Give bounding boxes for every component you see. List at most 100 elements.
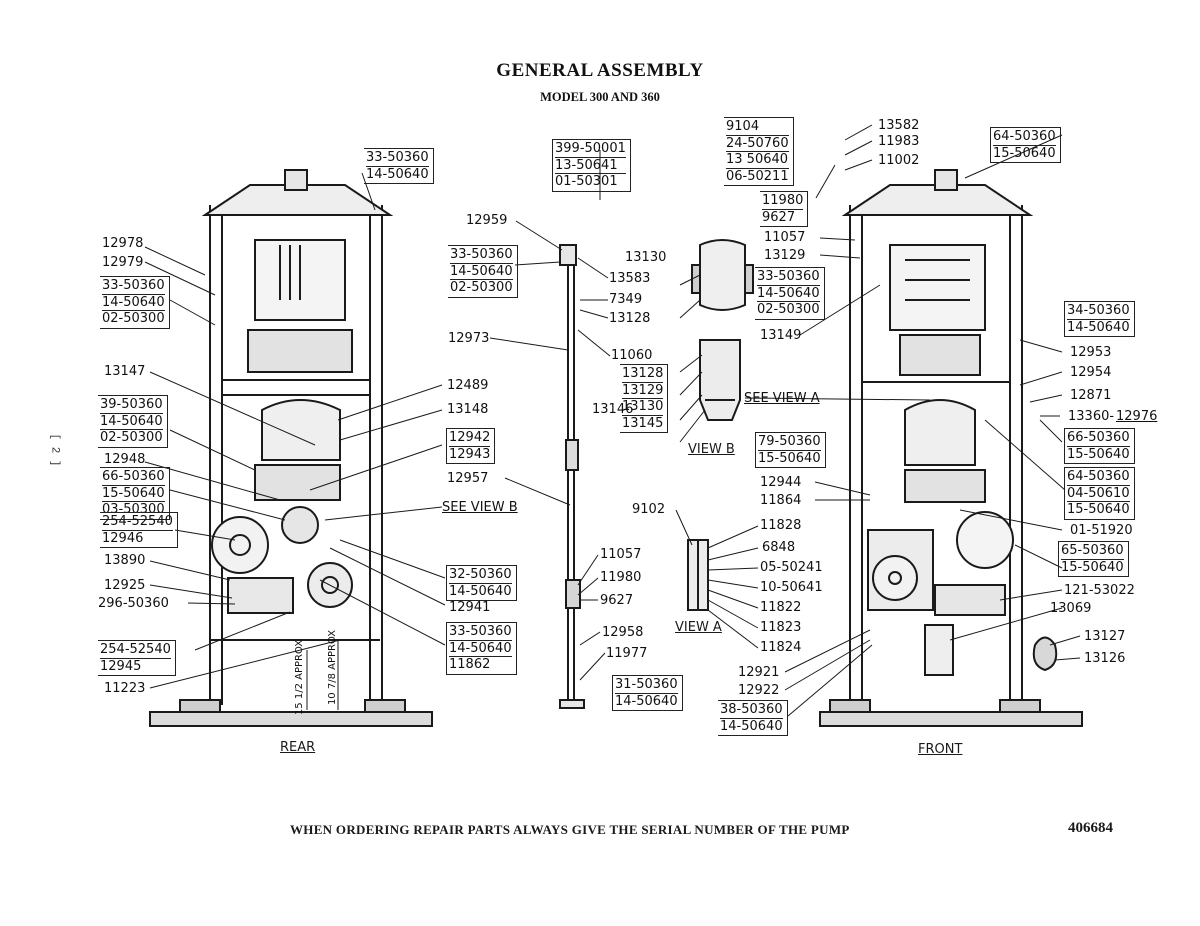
group-item: 66-50360 [1067, 430, 1130, 447]
callout: 9102 [632, 502, 666, 517]
view-b-detail [691, 239, 754, 421]
group-item: 9104 [726, 119, 789, 136]
group-item: 14-50640 [102, 294, 165, 311]
group-item: 31-50360 [615, 677, 678, 694]
callout: 13149 [760, 328, 802, 343]
callout: 11983 [878, 134, 920, 149]
callout: 13147 [104, 364, 146, 379]
group-item: 66-50360 [102, 469, 165, 486]
group-item: 34-50360 [1067, 303, 1130, 320]
callout: 11864 [760, 493, 802, 508]
dimension-lines [306, 640, 339, 710]
callout: 13360- [1068, 409, 1115, 424]
footer-note: WHEN ORDERING REPAIR PARTS ALWAYS GIVE T… [290, 822, 850, 837]
callout: 13129 [764, 248, 806, 263]
callout: 296-50360 [98, 596, 169, 611]
callout: 13890 [104, 553, 146, 568]
callout-group: 66-50360 15-50640 [1064, 428, 1135, 464]
callout: 9627 [600, 593, 634, 608]
group-item: 33-50360 [102, 278, 165, 295]
group-item: 12945 [100, 658, 142, 674]
group-item: 39-50360 [100, 397, 163, 414]
group-item: 33-50360 [366, 150, 429, 167]
callout: 13069 [1050, 601, 1092, 616]
group-item: 02-50300 [100, 430, 163, 445]
callout-group: 12942 12943 [446, 428, 496, 464]
callout-group: 33-50360 14-50640 02-50300 [100, 276, 170, 329]
rear-pump-frame [149, 169, 433, 727]
callout: 13126 [1084, 651, 1126, 666]
callout: 11980 [600, 570, 642, 585]
callout-group: 39-50360 14-50640 02-50300 [98, 395, 168, 448]
callout: 12948 [104, 452, 146, 467]
group-item: 02-50300 [450, 280, 513, 295]
leader-lines [144, 124, 1081, 717]
group-item: 14-50640 [449, 583, 512, 599]
callout-group: 38-50360 14-50640 [718, 700, 788, 736]
group-item: 13129 [622, 382, 664, 399]
group-item: 15-50640 [1067, 502, 1130, 517]
group-item: 9627 [762, 209, 796, 225]
group-item: 64-50360 [993, 129, 1056, 146]
group-item: 11862 [449, 657, 491, 672]
group-item: 11980 [762, 193, 804, 210]
callout: 12489 [447, 378, 489, 393]
callout: 121-53022 [1064, 583, 1135, 598]
see-view-b-label: SEE VIEW B [442, 500, 518, 515]
callout: 12959 [466, 213, 508, 228]
group-item: 14-50640 [720, 718, 783, 734]
group-item: 02-50300 [757, 302, 820, 317]
callout-group: 13128 13129 13130 13145 [620, 364, 669, 433]
callout-group: 33-50360 14-50640 02-50300 [755, 267, 825, 320]
group-item: 01-50301 [555, 174, 618, 189]
callout: 12976 [1116, 409, 1158, 424]
callout: 01-51920 [1070, 523, 1133, 538]
group-item: 15-50640 [1061, 559, 1124, 575]
group-item: 04-50610 [1067, 485, 1130, 502]
callout: 12954 [1070, 365, 1112, 380]
group-item: 12943 [449, 446, 491, 462]
callout: 11828 [760, 518, 802, 533]
callout-group: 64-50360 15-50640 [990, 127, 1061, 163]
see-view-a-label: SEE VIEW A [744, 391, 820, 406]
group-item: 15-50640 [102, 485, 165, 502]
group-item: 399-50001 [555, 141, 626, 158]
group-item: 254-52540 [100, 642, 171, 659]
callout-group: 254-52540 12946 [100, 512, 178, 548]
group-item: 65-50360 [1061, 543, 1124, 560]
group-item: 13-50641 [555, 158, 626, 174]
group-item: 13 50640 [726, 152, 789, 169]
callout: 11977 [606, 646, 648, 661]
group-item: 14-50640 [1067, 319, 1130, 335]
group-item: 13130 [622, 399, 664, 416]
group-item: 12946 [102, 530, 144, 546]
callout-group: 66-50360 15-50640 03-50300 [100, 467, 170, 520]
callout-group: 79-50360 15-50640 [755, 432, 826, 468]
group-item: 15-50640 [758, 450, 821, 466]
dimension-label-b: 10 7/8 APPROX [327, 629, 339, 706]
group-item: 14-50640 [449, 640, 512, 657]
callout: 12871 [1070, 388, 1112, 403]
group-item: 32-50360 [449, 567, 512, 584]
group-item: 33-50360 [449, 624, 512, 641]
group-item: 02-50300 [102, 311, 165, 326]
callout: 11823 [760, 620, 802, 635]
callout-group: 9104 24-50760 13 50640 06-50211 [724, 117, 794, 186]
group-item: 14-50640 [100, 413, 163, 430]
callout-group: 254-52540 12945 [98, 640, 176, 676]
group-item: 15-50640 [1067, 446, 1130, 462]
callout: 11060 [611, 348, 653, 363]
callout: 10-50641 [760, 580, 823, 595]
callout: 13127 [1084, 629, 1126, 644]
group-item: 79-50360 [758, 434, 821, 451]
view-a-caption: VIEW A [675, 620, 722, 635]
callout: 11822 [760, 600, 802, 615]
callout: 7349 [609, 292, 643, 307]
group-item: 33-50360 [450, 247, 513, 264]
group-item: 06-50211 [726, 168, 789, 184]
callout-group: 399-50001 13-50641 01-50301 [552, 139, 631, 192]
callout: 12957 [447, 471, 489, 486]
group-item: 14-50640 [757, 285, 820, 302]
